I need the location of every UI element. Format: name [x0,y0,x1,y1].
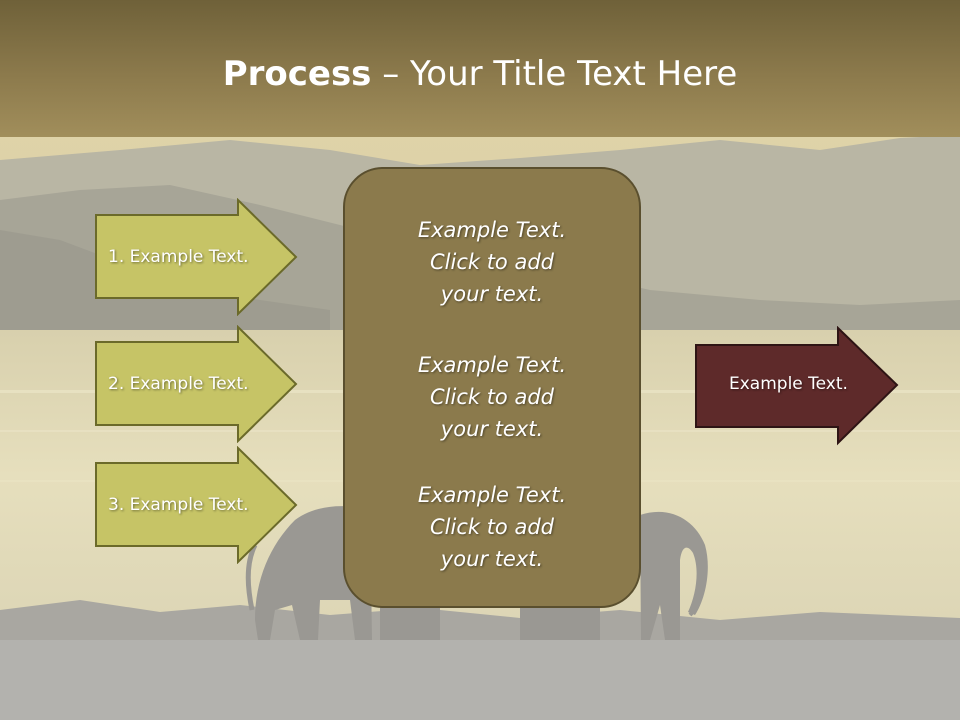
left-arrow-3-label: 3. Example Text. [108,495,249,515]
right-arrow-label: Example Text. [729,374,848,394]
center-block-3-line-1: Example Text. [417,483,567,507]
center-block-1-line-3: your text. [440,282,544,306]
slide-title: Process – Your Title Text Here [0,52,960,96]
left-arrow-3[interactable] [94,446,300,564]
title-bold-part: Process [222,54,372,94]
left-arrow-2-label: 2. Example Text. [108,374,249,394]
center-block-2-line-2: Click to add [429,385,554,409]
center-block-2-line-1: Example Text. [417,353,567,377]
title-rest-part: – Your Title Text Here [371,54,738,94]
right-arrow[interactable] [694,326,900,446]
left-arrow-1[interactable] [94,198,300,316]
center-block-3-line-3: your text. [440,547,544,571]
center-text-block-1: Example Text. Click to add your text. [345,214,639,310]
title-bar: Process – Your Title Text Here [0,0,960,137]
center-block-2-line-3: your text. [440,417,544,441]
center-block-1-line-1: Example Text. [417,218,567,242]
center-text-block-3: Example Text. Click to add your text. [345,479,639,575]
center-text-block-2: Example Text. Click to add your text. [345,349,639,445]
center-text-box[interactable]: Example Text. Click to add your text. Ex… [343,167,641,608]
left-arrow-1-label: 1. Example Text. [108,247,249,267]
center-block-1-line-2: Click to add [429,250,554,274]
left-arrow-2[interactable] [94,325,300,443]
center-block-3-line-2: Click to add [429,515,554,539]
